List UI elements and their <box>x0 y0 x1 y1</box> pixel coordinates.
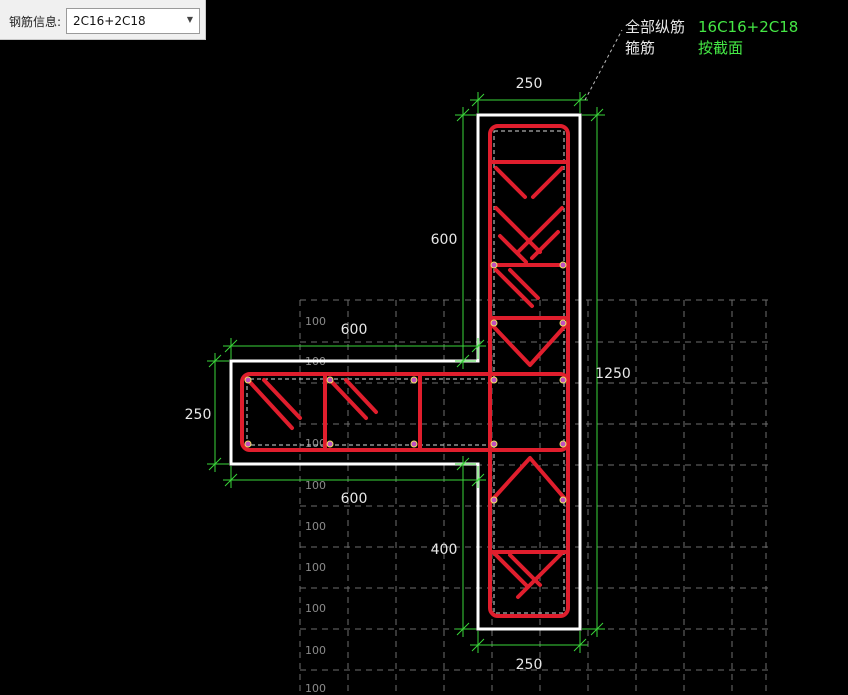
grid-label: 100 <box>305 315 326 328</box>
rebar-dot <box>490 440 498 448</box>
rebar-dot <box>326 376 334 384</box>
callout[interactable]: 全部纵筋 16C16+2C18 箍筋 按截面 <box>625 18 798 57</box>
longitudinal-bars[interactable] <box>244 261 567 504</box>
chevron-down-icon[interactable]: ▼ <box>186 15 193 24</box>
stirrup-hook <box>246 378 294 430</box>
stirrup-hook <box>531 166 564 199</box>
grid-label: 100 <box>305 644 326 657</box>
dim-flange-top: 600 <box>341 322 368 338</box>
rebar-info-label: 钢筋信息: <box>9 15 62 29</box>
rebar-dot <box>559 376 567 384</box>
callout-stirrup-value: 按截面 <box>698 39 743 57</box>
stirrup-hook <box>344 378 378 414</box>
dim-bottom-width: 250 <box>516 657 543 673</box>
grid-label: 100 <box>305 479 326 492</box>
stirrup-hook <box>516 551 564 599</box>
stirrups[interactable] <box>240 124 570 618</box>
rebar-dot <box>490 261 498 269</box>
grid-label: 100 <box>305 602 326 615</box>
rebar-dot <box>490 376 498 384</box>
section-outline[interactable] <box>229 113 582 631</box>
grid-labels: 100 100 100 100 100 100 100 100 100 <box>305 315 326 695</box>
diamond-tie <box>490 456 568 502</box>
stirrup-flange <box>240 372 570 452</box>
dim-lower-height: 400 <box>431 542 458 558</box>
rebar-dot <box>410 376 418 384</box>
grid-label: 100 <box>305 682 326 695</box>
stirrup-web <box>488 124 570 618</box>
rebar-dot <box>490 319 498 327</box>
dim-flange-depth: 250 <box>185 407 212 423</box>
dim-upper-height: 600 <box>431 232 458 248</box>
stirrup-hook <box>262 378 302 420</box>
rebar-dot <box>326 440 334 448</box>
rebar-dot <box>559 440 567 448</box>
stirrup-hook <box>508 268 540 300</box>
grid-label: 100 <box>305 561 326 574</box>
stirrup-hook <box>492 551 530 589</box>
dim-flange-bottom: 600 <box>341 491 368 507</box>
stirrup-hook <box>494 268 534 308</box>
stirrup-hook <box>328 378 368 420</box>
stirrup-hook <box>516 206 564 254</box>
stirrup-hook <box>494 166 527 199</box>
rebar-dot <box>490 496 498 504</box>
callout-leader <box>584 29 623 101</box>
stirrup-hook <box>494 206 542 254</box>
rebar-dot <box>244 440 252 448</box>
dimension-lines <box>207 92 605 653</box>
stirrup-hook <box>498 234 528 264</box>
dim-total-height: 1250 <box>595 366 631 382</box>
callout-longitudinal-value: 16C16+2C18 <box>698 18 798 36</box>
stirrup-hook <box>508 553 542 587</box>
callout-longitudinal-label: 全部纵筋 <box>625 18 685 36</box>
rebar-info-value: 2C16+2C18 <box>73 14 146 28</box>
rebar-info-panel: 钢筋信息: 2C16+2C18 ▼ <box>0 0 206 40</box>
dimension-texts: 250 600 1250 600 250 600 400 250 <box>185 76 631 673</box>
rebar-dot <box>559 496 567 504</box>
diamond-tie <box>490 323 568 367</box>
rebar-dot <box>559 261 567 269</box>
rebar-dot <box>410 440 418 448</box>
rebar-dot <box>244 376 252 384</box>
dim-top-width: 250 <box>516 76 543 92</box>
callout-stirrup-label: 箍筋 <box>625 39 655 57</box>
rebar-info-select[interactable]: 2C16+2C18 ▼ <box>66 8 200 34</box>
grid-label: 100 <box>305 437 326 450</box>
rebar-dot <box>559 319 567 327</box>
grid-label: 100 <box>305 520 326 533</box>
stirrup-hook <box>530 230 560 260</box>
